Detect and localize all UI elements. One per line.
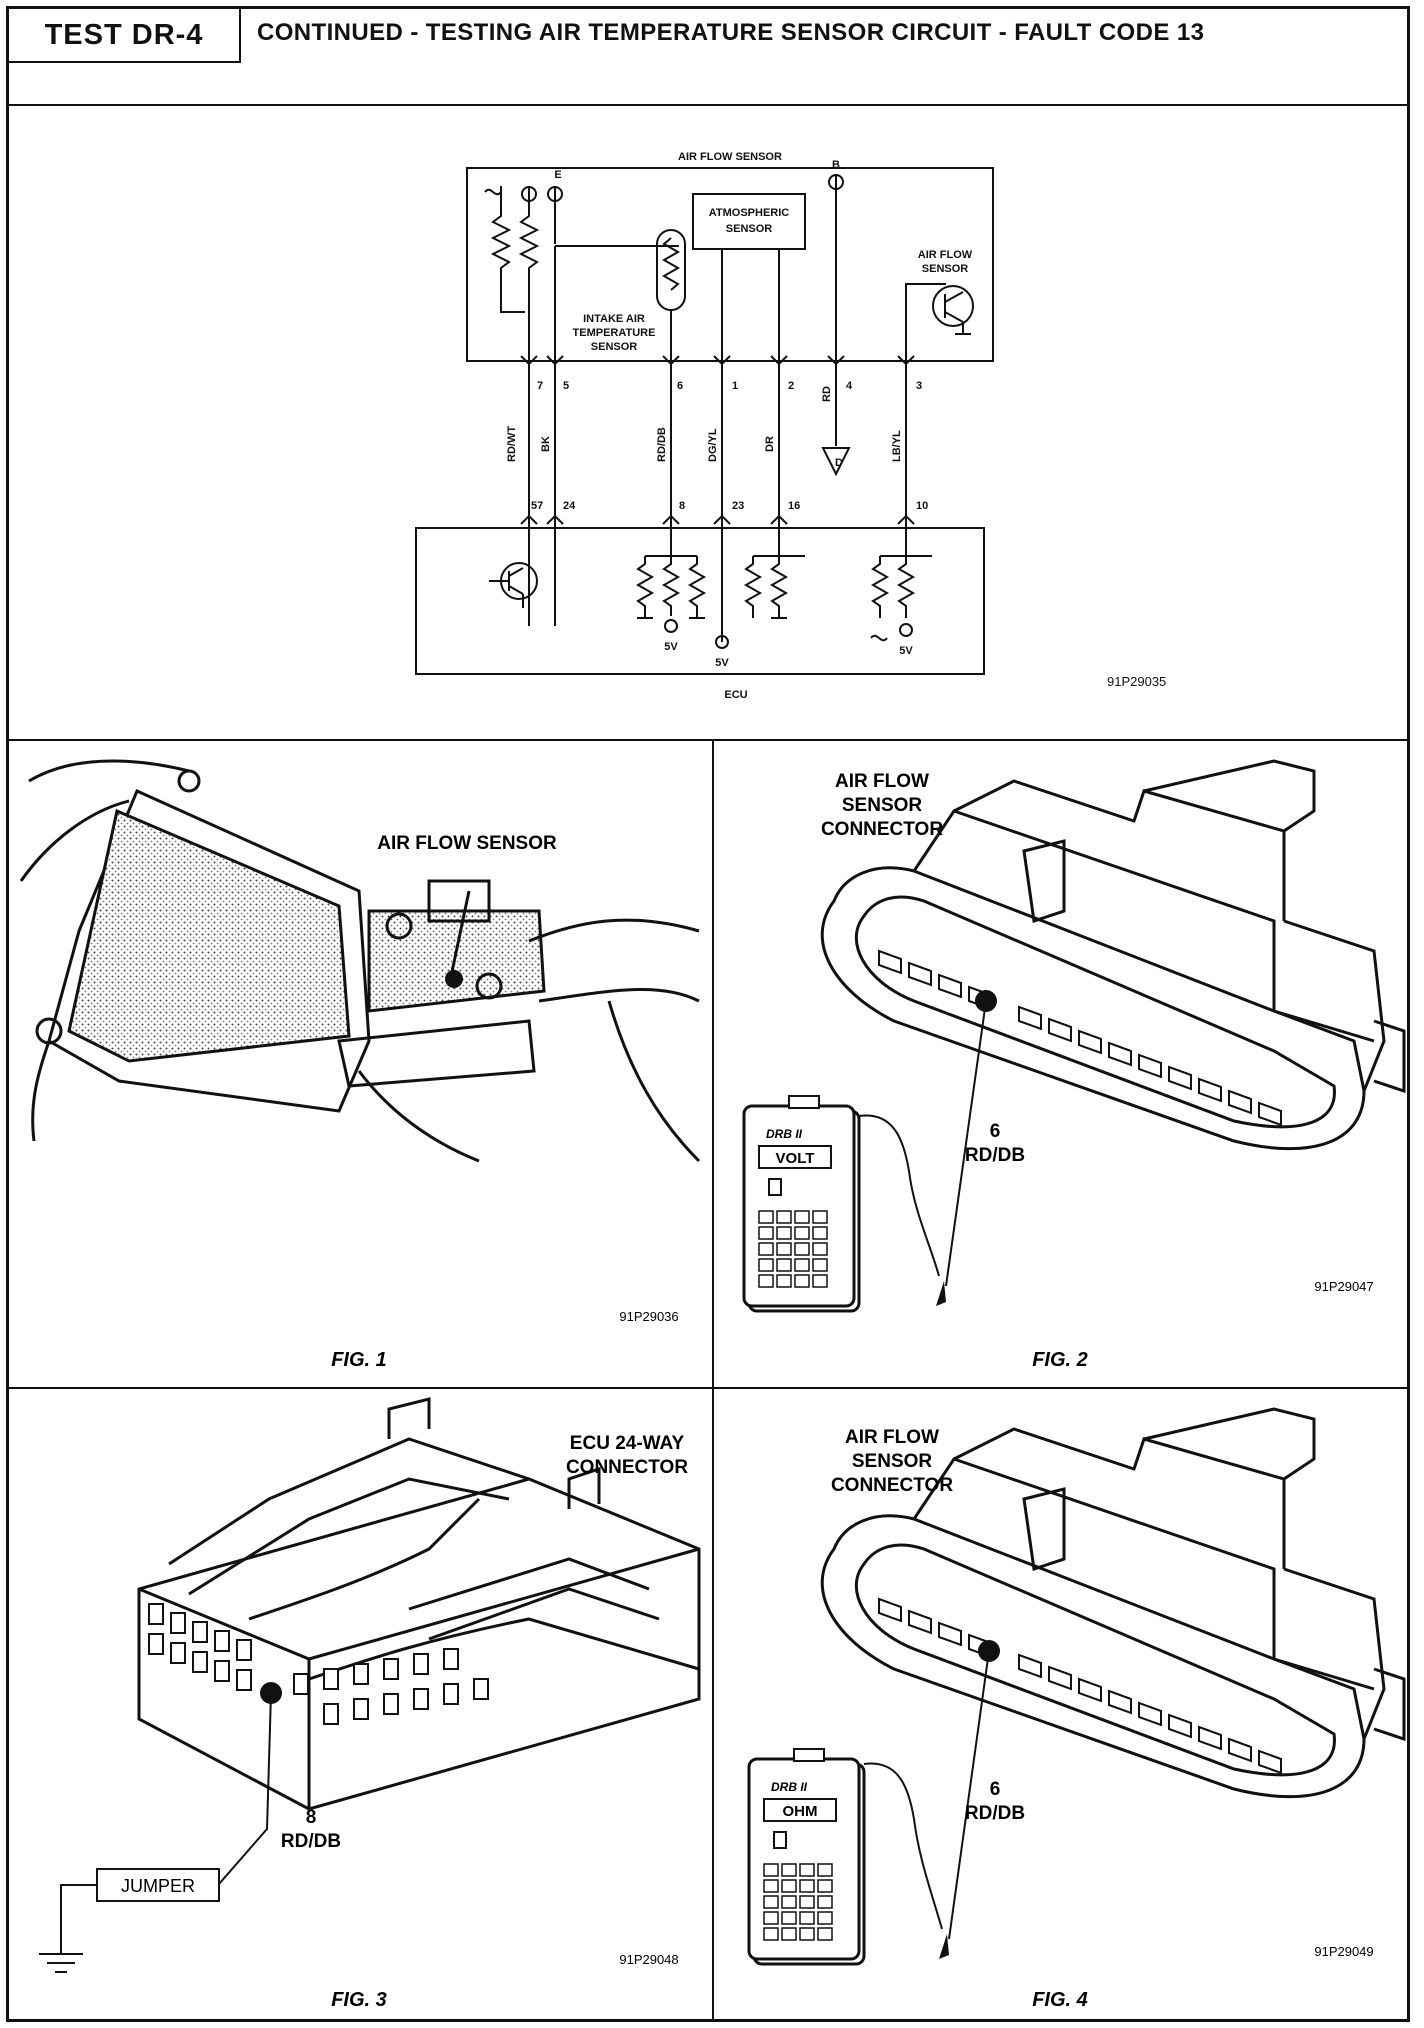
fig3-wire: RD/DB	[281, 1831, 341, 1852]
fig2-pin: 6	[990, 1121, 1001, 1142]
ecu-pin: 23	[732, 500, 744, 512]
page-title: CONTINUED - TESTING AIR TEMPERATURE SENS…	[257, 19, 1205, 46]
fig4-panel: DRB II OHM AIR FLOW SENSOR CONNECTOR 6 R…	[747, 1407, 1406, 2011]
tester-brand: DRB II	[766, 1127, 803, 1141]
fig4-caption: FIG. 4	[1032, 1989, 1088, 2011]
ref-5v: 5V	[899, 645, 913, 657]
header: TEST DR-4 CONTINUED - TESTING AIR TEMPER…	[9, 9, 1407, 63]
sensor-pin: 6	[677, 380, 683, 392]
afs-inner-label-2: SENSOR	[922, 263, 969, 275]
wire-color: LB/YL	[891, 430, 903, 462]
fig3-label-2: CONNECTOR	[566, 1457, 688, 1478]
tester-cable	[858, 1114, 940, 1277]
iat-sensor-label-3: SENSOR	[591, 341, 638, 353]
fig4-wire: RD/DB	[965, 1803, 1025, 1824]
fig2-panel: DRB II VOLT AIR FLOW SENSOR CONNECTOR 6 …	[742, 759, 1406, 1371]
ref-5v: 5V	[664, 641, 678, 653]
fig3-label-1: ECU 24-WAY	[570, 1433, 685, 1454]
ecu-pin: 10	[916, 500, 928, 512]
divider	[9, 104, 1407, 106]
afs-connector-drawing	[820, 759, 1406, 1151]
ground-symbol	[39, 1884, 97, 1973]
wire-color: BK	[540, 436, 552, 452]
ecu-pin: 8	[679, 500, 685, 512]
wire-color: RD/DB	[656, 427, 668, 462]
wire-color: RD/WT	[506, 426, 518, 462]
sensor-pin: 7	[537, 380, 543, 392]
probe-tip	[936, 1281, 946, 1306]
fig2-caption: FIG. 2	[1032, 1349, 1088, 1371]
afs-connector-drawing	[820, 1407, 1406, 1799]
jumper-lead	[218, 1692, 272, 1885]
sensor-pin: 4	[846, 380, 853, 392]
figure-code: 91P29047	[1314, 1279, 1373, 1294]
divider	[712, 739, 714, 2019]
ecu-pin: 24	[563, 500, 576, 512]
divider	[9, 1387, 1407, 1389]
tester-mode: VOLT	[776, 1150, 815, 1167]
fig1-label: AIR FLOW SENSOR	[377, 833, 557, 854]
atmospheric-sensor-label-2: SENSOR	[726, 223, 773, 235]
figure-code: 91P29035	[1107, 674, 1166, 689]
ecu-connector-drawing	[137, 1397, 701, 1811]
fig2-label-3: CONNECTOR	[821, 819, 943, 840]
wire-color: RD	[821, 386, 833, 402]
sensor-pin: 5	[563, 380, 569, 392]
tester-brand: DRB II	[771, 1780, 808, 1794]
tester-mode: OHM	[783, 1803, 818, 1820]
ecu-pin: 57	[531, 500, 543, 512]
jumper-label: JUMPER	[121, 1876, 195, 1896]
fig3-panel: JUMPER ECU 24-WAY CONNECTOR 8 RD/DB 91P2…	[39, 1397, 701, 2011]
fig1-panel: AIR FLOW SENSOR 91P29036 FIG. 1	[19, 759, 701, 1371]
tester-cable	[863, 1762, 943, 1930]
fig4-pin: 6	[990, 1779, 1001, 1800]
fig3-caption: FIG. 3	[331, 1989, 387, 2011]
probe-lead	[945, 1000, 987, 1287]
ground-tag: D	[835, 457, 843, 469]
test-id: TEST DR-4	[9, 9, 241, 63]
drb-tester: DRB II VOLT	[742, 1095, 861, 1313]
sensor-pin: 1	[732, 380, 738, 392]
fig4-label-1: AIR FLOW	[845, 1427, 939, 1448]
connector-cavities	[878, 1597, 1282, 1775]
connector-cavities	[878, 949, 1282, 1127]
iat-sensor-label-1: INTAKE AIR	[583, 313, 645, 325]
fig1-caption: FIG. 1	[331, 1349, 387, 1371]
ecu-label: ECU	[724, 689, 747, 701]
air-cleaner-drawing	[19, 759, 701, 1163]
jumper-box	[96, 1868, 220, 1902]
fig2-label-1: AIR FLOW	[835, 771, 929, 792]
ecu-pin: 16	[788, 500, 800, 512]
probe-lead	[948, 1650, 990, 1940]
figure-code: 91P29036	[619, 1309, 678, 1324]
wiring-schematic: AIR FLOW SENSOR ATMOSPHERIC SENSOR INTAK…	[415, 151, 1166, 701]
figure-code: 91P29049	[1314, 1944, 1373, 1959]
wire-color: DG/YL	[707, 428, 719, 462]
probe-tip	[939, 1934, 949, 1959]
fig4-label-2: SENSOR	[852, 1451, 933, 1472]
connector-ticks	[520, 355, 915, 525]
terminal-b: B	[832, 159, 840, 171]
iat-sensor-label-2: TEMPERATURE	[573, 327, 656, 339]
fig2-wire: RD/DB	[965, 1145, 1025, 1166]
sensor-callout-dot	[445, 970, 463, 988]
ecu-cavities	[148, 1603, 489, 1725]
fig2-label-2: SENSOR	[842, 795, 923, 816]
sensor-box-label: AIR FLOW SENSOR	[678, 151, 782, 163]
sensor-pin: 3	[916, 380, 922, 392]
drb-tester: DRB II OHM	[747, 1748, 866, 1966]
atmospheric-sensor-label-1: ATMOSPHERIC	[709, 207, 790, 219]
fig3-pin: 8	[306, 1807, 317, 1828]
divider	[9, 739, 1407, 741]
sensor-pin: 2	[788, 380, 794, 392]
terminal-e: E	[554, 169, 561, 181]
afs-inner-label-1: AIR FLOW	[918, 249, 973, 261]
fig4-label-3: CONNECTOR	[831, 1475, 953, 1496]
wire-color: DR	[764, 436, 776, 452]
ref-5v: 5V	[715, 657, 729, 669]
figure-code: 91P29048	[619, 1952, 678, 1967]
service-manual-page: TEST DR-4 CONTINUED - TESTING AIR TEMPER…	[6, 6, 1410, 2022]
